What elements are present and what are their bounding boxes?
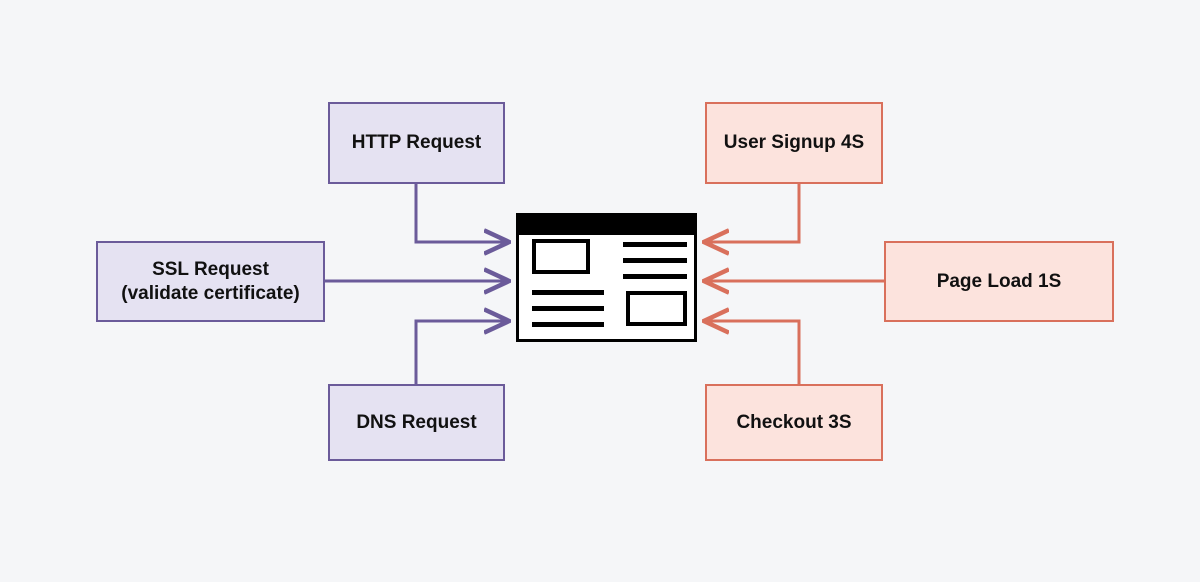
wireframe-text-line [532, 290, 604, 295]
node-dns-request-label: DNS Request [356, 411, 477, 433]
node-ssl-request-label-group: SSL Request (validate certificate) [121, 258, 299, 306]
node-page-load-label: Page Load 1S [936, 270, 1062, 292]
wireframe-text-line [623, 258, 687, 263]
node-http-request[interactable]: HTTP Request [328, 102, 505, 184]
node-ssl-request-label-line1: SSL Request [152, 258, 269, 280]
node-ssl-request[interactable]: SSL Request (validate certificate) [96, 241, 325, 322]
node-user-signup-label: User Signup 4S [723, 132, 865, 154]
wireframe-text-line [532, 322, 604, 327]
browser-title-bar [519, 216, 694, 235]
node-user-signup[interactable]: User Signup 4S [705, 102, 883, 184]
wireframe-text-line [532, 306, 604, 311]
edge-signup-to-page [705, 184, 801, 242]
edge-checkout-to-page [705, 321, 801, 384]
wireframe-image-block-top-left [532, 239, 590, 274]
node-dns-request[interactable]: DNS Request [328, 384, 505, 461]
wireframe-text-line [623, 242, 687, 247]
edge-dns-to-page [414, 321, 508, 384]
web-page-wireframe-icon [516, 213, 697, 342]
edge-http-to-page [414, 184, 508, 242]
node-checkout-label: Checkout 3S [736, 411, 852, 433]
node-checkout[interactable]: Checkout 3S [705, 384, 883, 461]
wireframe-text-line [623, 274, 687, 279]
wireframe-image-block-bottom-right [626, 291, 687, 326]
node-http-request-label: HTTP Request [351, 132, 482, 154]
node-ssl-request-label-line2: (validate certificate) [121, 282, 300, 304]
node-page-load[interactable]: Page Load 1S [884, 241, 1114, 322]
